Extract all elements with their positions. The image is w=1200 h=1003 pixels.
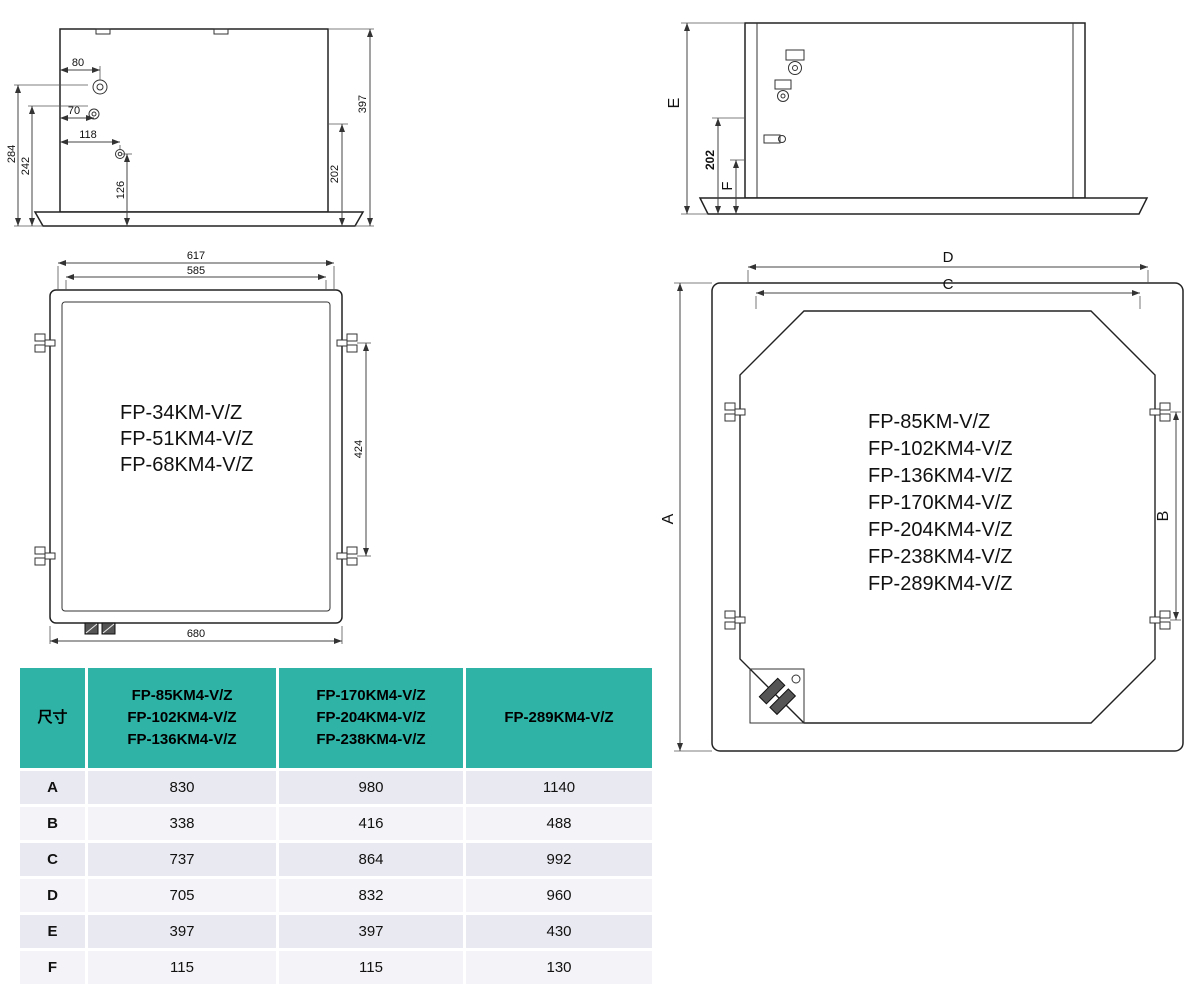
table-header-group1: FP-85KM4-V/Z FP-102KM4-V/Z FP-136KM4-V/Z	[88, 668, 276, 768]
unit-body-outline	[744, 22, 1086, 199]
model-name: FP-289KM4-V/Z	[868, 573, 1012, 595]
model-list: FP-34KM-V/Z FP-51KM4-V/Z FP-68KM4-V/Z	[120, 402, 253, 476]
cell-value: 705	[88, 879, 276, 912]
cell-value: 864	[279, 843, 463, 876]
dim-label: 202	[703, 150, 717, 170]
dim-label: 680	[187, 628, 205, 640]
mounting-tab	[213, 28, 229, 35]
dim-118: 118	[60, 129, 121, 149]
dim-202: 202	[328, 123, 348, 226]
dim-284: 284	[6, 84, 88, 227]
row-label: F	[20, 951, 85, 984]
table-header-group2: FP-170KM4-V/Z FP-204KM4-V/Z FP-238KM4-V/…	[279, 668, 463, 768]
dim-C: C	[755, 276, 1141, 309]
cell-value: 980	[279, 771, 463, 804]
model-name: FP-170KM4-V/Z	[868, 492, 1012, 514]
unit-body-outline	[59, 28, 329, 213]
dim-label: 617	[187, 250, 205, 262]
model-name: FP-51KM4-V/Z	[120, 428, 253, 450]
table-header-group3: FP-289KM4-V/Z	[466, 668, 652, 768]
cell-value: 416	[279, 807, 463, 840]
dim-585: 585	[65, 265, 327, 290]
panel-outer-outline	[49, 289, 343, 624]
dim-202: 202	[703, 117, 745, 214]
plan-view-drawing-small-units: 617 585 424 680 FP-34KM-V/Z FP-51KM4-V/Z…	[34, 250, 371, 644]
pipe-fitting-icon	[774, 49, 805, 102]
dim-label: A	[660, 513, 677, 524]
model-name: FP-85KM-V/Z	[868, 411, 990, 433]
cell-value: 430	[466, 915, 652, 948]
dim-680: 680	[49, 626, 343, 644]
model-name: FP-102KM4-V/Z	[868, 438, 1012, 460]
cell-value: 115	[88, 951, 276, 984]
model-name: FP-204KM4-V/Z	[868, 519, 1012, 541]
row-label: E	[20, 915, 85, 948]
model-name: FP-68KM4-V/Z	[120, 454, 253, 476]
dim-397: 397	[328, 28, 374, 227]
dim-E: E	[666, 22, 745, 215]
cell-value: 397	[279, 915, 463, 948]
pipe-stub-icon	[84, 622, 116, 635]
model-name: FP-34KM-V/Z	[120, 402, 242, 424]
dim-D: D	[747, 249, 1149, 283]
model-name: FP-136KM4-V/Z	[868, 465, 1012, 487]
mounting-bracket-icon	[724, 402, 1171, 630]
dimension-table: 尺寸 FP-85KM4-V/Z FP-102KM4-V/Z FP-136KM4-…	[20, 668, 652, 984]
dim-label: 202	[329, 165, 341, 183]
dim-label: C	[943, 276, 954, 293]
dim-label: F	[719, 181, 736, 190]
panel-inner-outline	[61, 301, 331, 612]
panel-outer-outline	[711, 282, 1184, 752]
cell-value: 397	[88, 915, 276, 948]
dim-F: F	[719, 159, 745, 214]
row-label: C	[20, 843, 85, 876]
cell-value: 130	[466, 951, 652, 984]
dim-label: 126	[115, 181, 127, 199]
dim-424: 424	[353, 342, 371, 557]
dim-70: 70	[60, 105, 94, 121]
side-view-drawing-small-units: 80 70 118 126 284 242 397 202	[6, 28, 374, 227]
mounting-tab	[95, 28, 111, 35]
cell-value: 338	[88, 807, 276, 840]
dim-80: 80	[60, 57, 101, 80]
table-header-size: 尺寸	[20, 668, 85, 768]
dim-242: 242	[20, 105, 88, 226]
side-view-drawing-large-units: E 202 F	[666, 22, 1149, 215]
row-label: A	[20, 771, 85, 804]
cell-value: 488	[466, 807, 652, 840]
model-name: FP-238KM4-V/Z	[868, 546, 1012, 568]
dim-B: B	[1155, 411, 1181, 621]
model-list: FP-85KM-V/Z FP-102KM4-V/Z FP-136KM4-V/Z …	[868, 411, 1012, 595]
dim-label: 118	[79, 129, 97, 141]
dim-126: 126	[115, 153, 132, 226]
row-label: D	[20, 879, 85, 912]
drain-fitting-icon	[763, 134, 786, 144]
dim-label: 397	[357, 95, 369, 113]
dim-label: 242	[20, 157, 32, 175]
cell-value: 992	[466, 843, 652, 876]
mounting-bracket-icon	[34, 333, 358, 566]
cell-value: 737	[88, 843, 276, 876]
cell-value: 1140	[466, 771, 652, 804]
cell-value: 832	[279, 879, 463, 912]
dim-label: 80	[72, 57, 84, 69]
dim-label: D	[943, 249, 954, 266]
dim-label: 284	[6, 145, 18, 163]
cell-value: 830	[88, 771, 276, 804]
plan-view-drawing-large-units: D C A B FP-85KM-V/Z FP-102KM4-V/Z FP-136…	[660, 249, 1184, 752]
dim-617: 617	[57, 250, 335, 290]
cell-value: 115	[279, 951, 463, 984]
dim-A: A	[660, 282, 712, 752]
dim-label: 424	[353, 440, 365, 458]
dim-label: 585	[187, 265, 205, 277]
dim-label: E	[666, 98, 683, 109]
front-panel-outline	[33, 211, 365, 227]
front-panel-outline	[698, 197, 1149, 215]
cell-value: 960	[466, 879, 652, 912]
dim-label: B	[1155, 511, 1172, 522]
panel-octagon-outline	[739, 310, 1156, 724]
row-label: B	[20, 807, 85, 840]
pipe-connections-detail	[749, 668, 805, 724]
dim-label: 70	[68, 105, 80, 117]
